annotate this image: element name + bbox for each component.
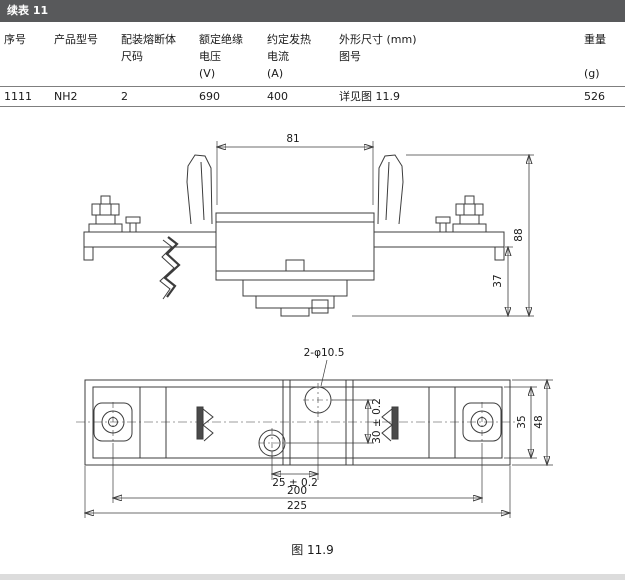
technical-drawing: 81 88 37 <box>0 110 625 544</box>
dim-hole-vertical-label: 30 ± 0.2 <box>371 398 383 444</box>
col-serial: 序号 <box>4 33 26 46</box>
dim-total-length-label: 225 <box>287 500 307 512</box>
table-header-row: 序号 产品型号 配装熔断体 尺码 额定绝缘 电压 (V) 约定发热 电 <box>0 28 625 87</box>
cell-serial: 1111 <box>4 90 32 103</box>
cell-current: 400 <box>267 90 288 103</box>
dim-holes-label: 2-φ10.5 <box>304 347 345 359</box>
terminal-right <box>462 402 502 442</box>
page-edge-strip <box>0 574 625 580</box>
spec-table: 序号 产品型号 配装熔断体 尺码 额定绝缘 电压 (V) 约定发热 电 <box>0 28 625 107</box>
dim-center-distance-label: 200 <box>287 485 307 497</box>
section-header-bar: 续表 11 <box>0 0 625 22</box>
figure-caption: 图 11.9 <box>291 543 334 557</box>
col-fuse-size: 配装熔断体 尺码 <box>121 33 176 63</box>
fuse-handle-right <box>377 154 404 225</box>
col-model: 产品型号 <box>54 33 98 46</box>
cell-model: NH2 <box>54 90 78 103</box>
dim-base-height-label: 37 <box>492 274 504 287</box>
dim-hole-horizontal-label: 25 ± 0.2 <box>272 477 318 489</box>
dim-top-width-label: 81 <box>286 133 299 145</box>
cell-voltage: 690 <box>199 90 220 103</box>
dim-total-height-label: 88 <box>513 228 525 241</box>
plan-view <box>76 379 519 466</box>
cell-dimensions-ref: 详见图 11.9 <box>339 90 400 103</box>
col-current: 约定发热 电流 (A) <box>267 33 311 80</box>
fuse-handle-left <box>186 154 213 225</box>
col-dimensions: 外形尺寸 (mm) 图号 <box>339 33 417 63</box>
cell-weight: 526 <box>584 90 605 103</box>
table-row: 1111 NH2 2 690 400 详见图 11.9 526 <box>0 87 625 107</box>
contact-clip-right <box>381 406 399 442</box>
col-weight: 重量 (g) <box>584 33 606 80</box>
cell-fuse-size: 2 <box>121 90 128 103</box>
side-view <box>83 154 505 317</box>
contact-clip-left <box>196 406 214 442</box>
spring-clip <box>159 236 181 300</box>
col-voltage: 额定绝缘 电压 (V) <box>199 33 243 80</box>
center-block <box>258 379 354 466</box>
dim-outer-width-label: 48 <box>533 415 545 428</box>
plan-view-dimensions: 2-φ10.5 30 ± 0.2 25 ± 0.2 200 <box>85 347 553 518</box>
terminal-left <box>93 402 133 442</box>
section-title: 续表 11 <box>7 4 49 17</box>
dim-inner-width-label: 35 <box>516 415 528 428</box>
side-view-dimensions: 81 88 37 <box>217 133 534 316</box>
